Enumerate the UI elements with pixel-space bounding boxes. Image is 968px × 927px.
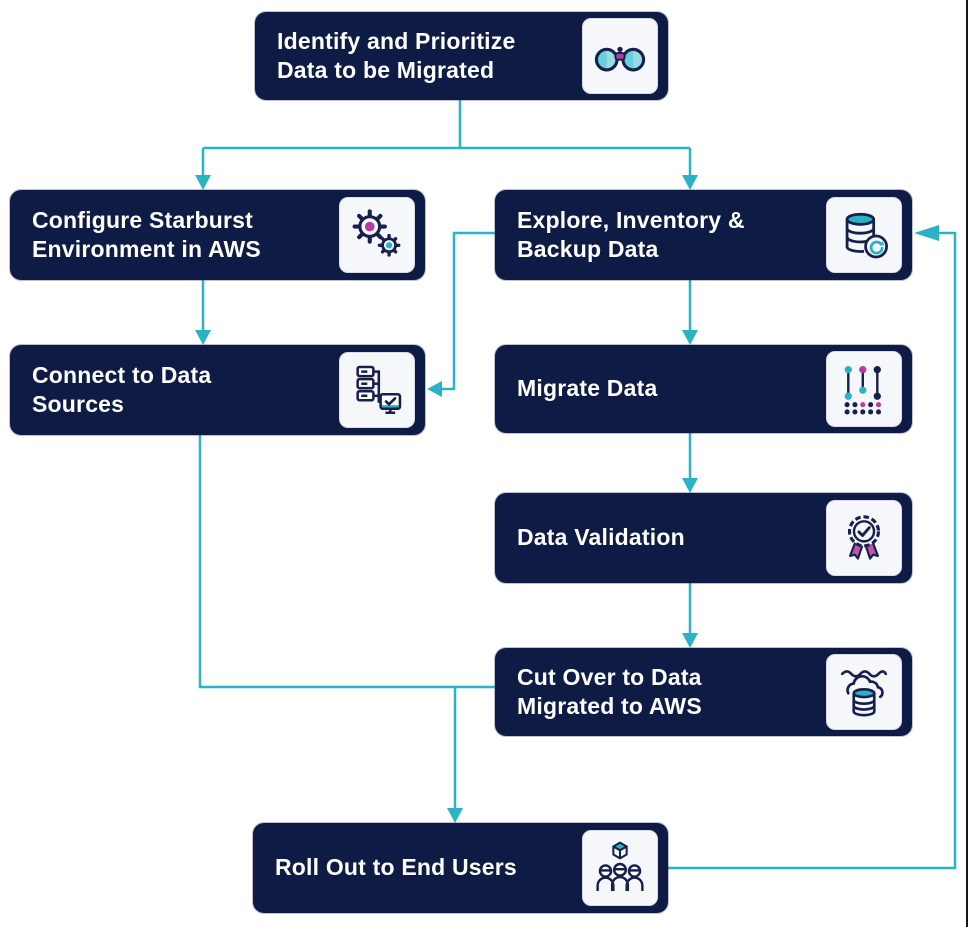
node-migrate-data: Migrate Data [495,345,912,433]
migration-steps-icon [844,366,882,415]
icon-tile [339,352,415,428]
data-sources-icon [356,365,402,414]
icon-tile [582,830,658,906]
binoculars-icon [594,46,646,72]
gears-icon [352,209,401,257]
icon-tile [826,351,902,427]
node-identify-prioritize-data: Identify and Prioritize Data to be Migra… [255,12,668,100]
icon-tile [339,197,415,273]
node-label: Identify and Prioritize Data to be Migra… [277,27,516,83]
node-rollout-end-users: Roll Out to End Users [253,823,668,913]
end-users-icon [596,841,644,891]
node-connect-data-sources: Connect to Data Sources [10,345,425,435]
node-explore-inventory-backup: Explore, Inventory & Backup Data [495,190,912,280]
node-data-validation: Data Validation [495,493,912,583]
database-backup-icon [845,212,888,259]
node-label: Migrate Data [517,375,658,402]
node-label: Cut Over to Data Migrated to AWS [517,663,702,719]
node-configure-starburst-aws: Configure Starburst Environment in AWS [10,190,425,280]
cloud-database-icon [840,670,888,717]
page-border-right [966,0,968,927]
icon-tile [582,18,658,94]
icon-tile [826,500,902,576]
icon-tile [826,197,902,273]
node-cutover-to-aws: Cut Over to Data Migrated to AWS [495,648,912,736]
node-label: Explore, Inventory & Backup Data [517,206,745,262]
node-label: Configure Starburst Environment in AWS [32,206,261,262]
node-label: Data Validation [517,524,685,551]
icon-tile [826,654,902,730]
node-label: Connect to Data Sources [32,361,212,417]
node-label: Roll Out to End Users [275,854,517,881]
award-badge-icon [847,515,881,560]
